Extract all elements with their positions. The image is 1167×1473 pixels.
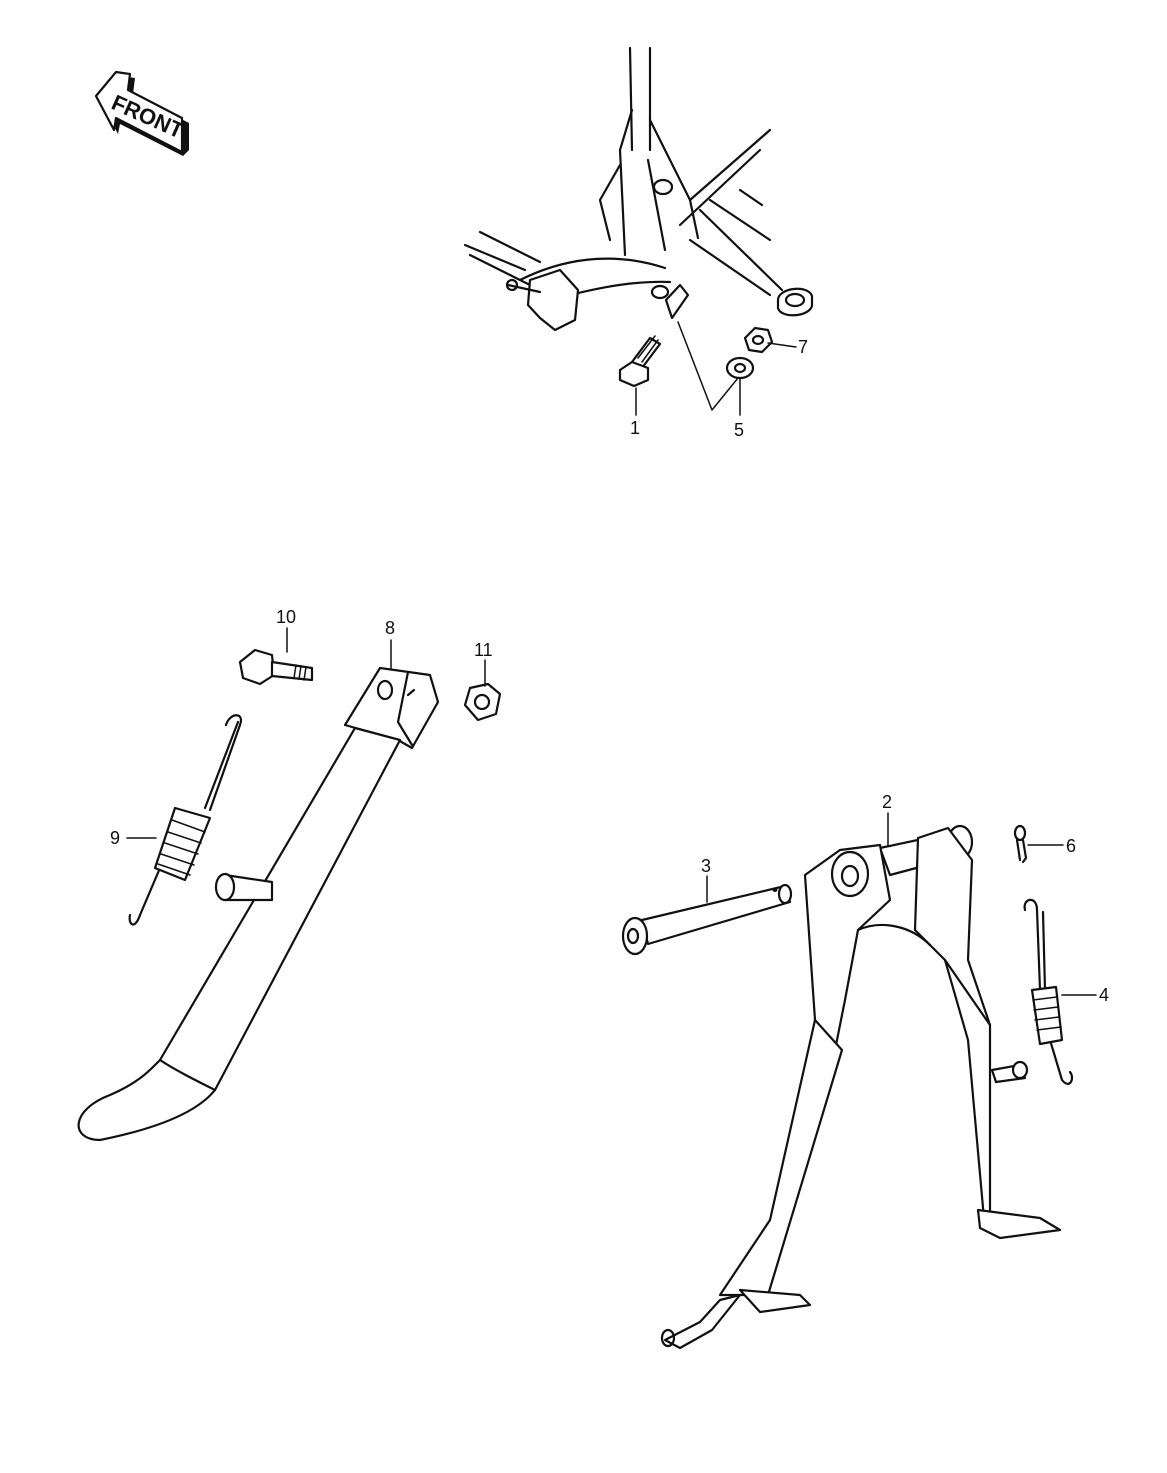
washer-5-leader	[677, 321, 739, 411]
callout-8: 8	[385, 618, 395, 638]
callout-7: 7	[798, 337, 808, 357]
callout-9: 9	[110, 828, 120, 848]
front-arrow: FRONT	[94, 70, 189, 156]
frame-section	[463, 46, 814, 332]
callout-4: 4	[1099, 985, 1109, 1005]
callout-10: 10	[276, 607, 296, 627]
spring-4	[1023, 898, 1074, 1085]
callout-3: 3	[701, 856, 711, 876]
nut-7-leader	[767, 342, 797, 348]
washer-5	[725, 356, 755, 380]
spring-9	[128, 714, 243, 926]
nut-7	[743, 326, 774, 354]
callout-1: 1	[630, 418, 640, 438]
callout-6: 6	[1066, 836, 1076, 856]
nut-11	[463, 682, 502, 722]
cotter-pin-6	[1013, 824, 1028, 864]
bolt-10	[238, 648, 314, 686]
callout-11: 11	[474, 640, 493, 660]
bolt-1	[618, 335, 662, 388]
center-stand-2	[660, 824, 1062, 1350]
callout-5: 5	[734, 420, 744, 440]
side-stand-8	[77, 666, 440, 1142]
shaft-3	[621, 883, 793, 956]
callout-2: 2	[882, 792, 892, 812]
